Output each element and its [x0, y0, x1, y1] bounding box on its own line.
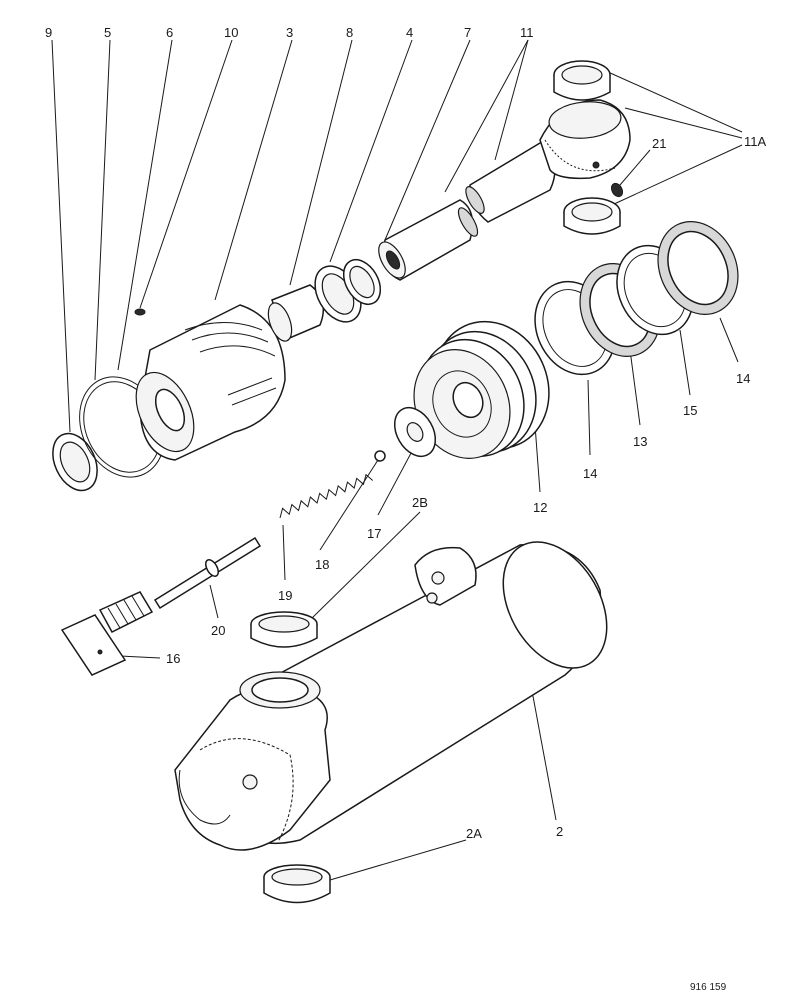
- callout-8: 8: [346, 25, 353, 40]
- callout-12: 12: [533, 500, 547, 515]
- part-9-ring: [52, 432, 98, 492]
- part-11-piston-rod: [378, 99, 631, 281]
- callout-6: 6: [166, 25, 173, 40]
- part-7-wiper: [342, 258, 382, 306]
- callout-3: 3: [286, 25, 293, 40]
- part-20-pin: [153, 536, 262, 610]
- callout-13: 13: [633, 434, 647, 449]
- callout-21: 21: [652, 136, 666, 151]
- callout-9: 9: [45, 25, 52, 40]
- part-2a-bush: [263, 864, 331, 904]
- part-3-gland-nut: [135, 304, 286, 461]
- callout-14-bottom: 14: [583, 466, 597, 481]
- callout-10: 10: [224, 25, 238, 40]
- callout-19: 19: [278, 588, 292, 603]
- part-11a-eye-bushes: [553, 60, 621, 235]
- part-8-bush: [267, 284, 325, 342]
- drawing-reference-number: 916 159: [690, 982, 727, 993]
- leader-lines: [51, 39, 743, 881]
- part-21-grease-nipple: [610, 182, 624, 198]
- part-2b-bush: [250, 611, 318, 648]
- part-16-plug: [60, 591, 154, 676]
- part-18-ball: [374, 450, 386, 462]
- part-12-piston: [413, 320, 550, 459]
- callout-11a: 11A: [744, 134, 766, 149]
- callout-18: 18: [315, 557, 329, 572]
- part-17-washer: [393, 407, 437, 457]
- callout-2: 2: [556, 824, 563, 839]
- callout-labels: 9 5 6 10 3 8 4 7 11 11A 21 14 15 13 14 1…: [45, 25, 766, 841]
- callout-7: 7: [464, 25, 471, 40]
- part-14-seal-ring-b: [657, 221, 739, 315]
- part-2-cylinder: [174, 541, 608, 851]
- callout-2b: 2B: [412, 495, 428, 510]
- part-19-spring: [279, 473, 374, 519]
- callout-4: 4: [406, 25, 413, 40]
- callout-15: 15: [683, 403, 697, 418]
- callout-5: 5: [104, 25, 111, 40]
- callout-2a: 2A: [466, 826, 482, 841]
- callout-16: 16: [166, 651, 180, 666]
- callout-17: 17: [367, 526, 381, 541]
- callout-20: 20: [211, 623, 225, 638]
- callout-14-top: 14: [736, 371, 750, 386]
- part-10-screw: [134, 308, 146, 316]
- callout-11: 11: [520, 25, 534, 40]
